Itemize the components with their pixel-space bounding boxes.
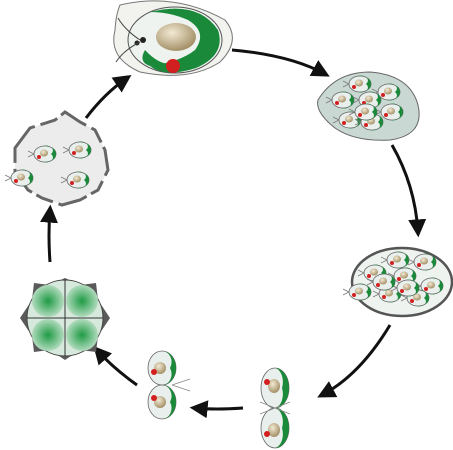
nucleus [156,23,196,51]
stage-zygospore [20,278,110,360]
stage-gamete-pairing [259,367,291,449]
arrow-6 [40,204,58,263]
stage-released-gametes [342,246,453,318]
chloroplast [150,8,220,73]
stage-single-cell [113,0,233,76]
arrow-5 [93,345,138,387]
stage-zoospore-sac [317,71,420,141]
stage-zygote-fusion [147,350,191,420]
arrow-4 [189,400,244,419]
cycle-arrows [40,48,427,419]
stage-germination [4,110,110,207]
arrow-7 [84,74,132,119]
flagella [115,17,141,63]
eyespot [166,59,180,73]
arrow-3 [317,324,392,398]
arrow-1 [231,48,330,77]
broken-zygospore-wall [13,110,110,207]
arrow-2 [390,144,427,238]
